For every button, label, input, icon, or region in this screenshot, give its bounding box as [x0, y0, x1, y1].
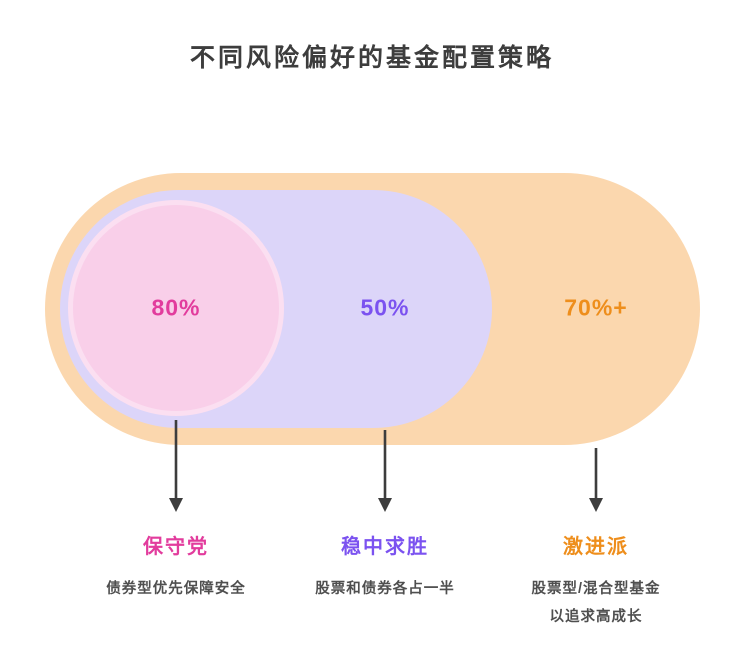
- balanced-description: 股票和债券各占一半: [315, 581, 455, 597]
- aggressive-percent-label: 70%+: [564, 294, 628, 321]
- balanced-category-label: 稳中求胜: [341, 536, 429, 558]
- arrow-down-icon: [376, 430, 394, 512]
- arrow-down-icon: [587, 448, 605, 512]
- conservative-description: 债券型优先保障安全: [106, 581, 246, 597]
- balanced-percent-label: 50%: [360, 294, 410, 321]
- page-title: 不同风险偏好的基金配置策略: [189, 44, 554, 72]
- aggressive-description: 股票型/混合型基金 以追求高成长: [531, 581, 661, 625]
- arrow-down-icon: [167, 420, 185, 512]
- conservative-percent-label: 80%: [151, 294, 201, 321]
- conservative-category-label: 保守党: [143, 536, 209, 558]
- conservative-circle-shape: [68, 200, 284, 416]
- aggressive-category-label: 激进派: [563, 536, 629, 558]
